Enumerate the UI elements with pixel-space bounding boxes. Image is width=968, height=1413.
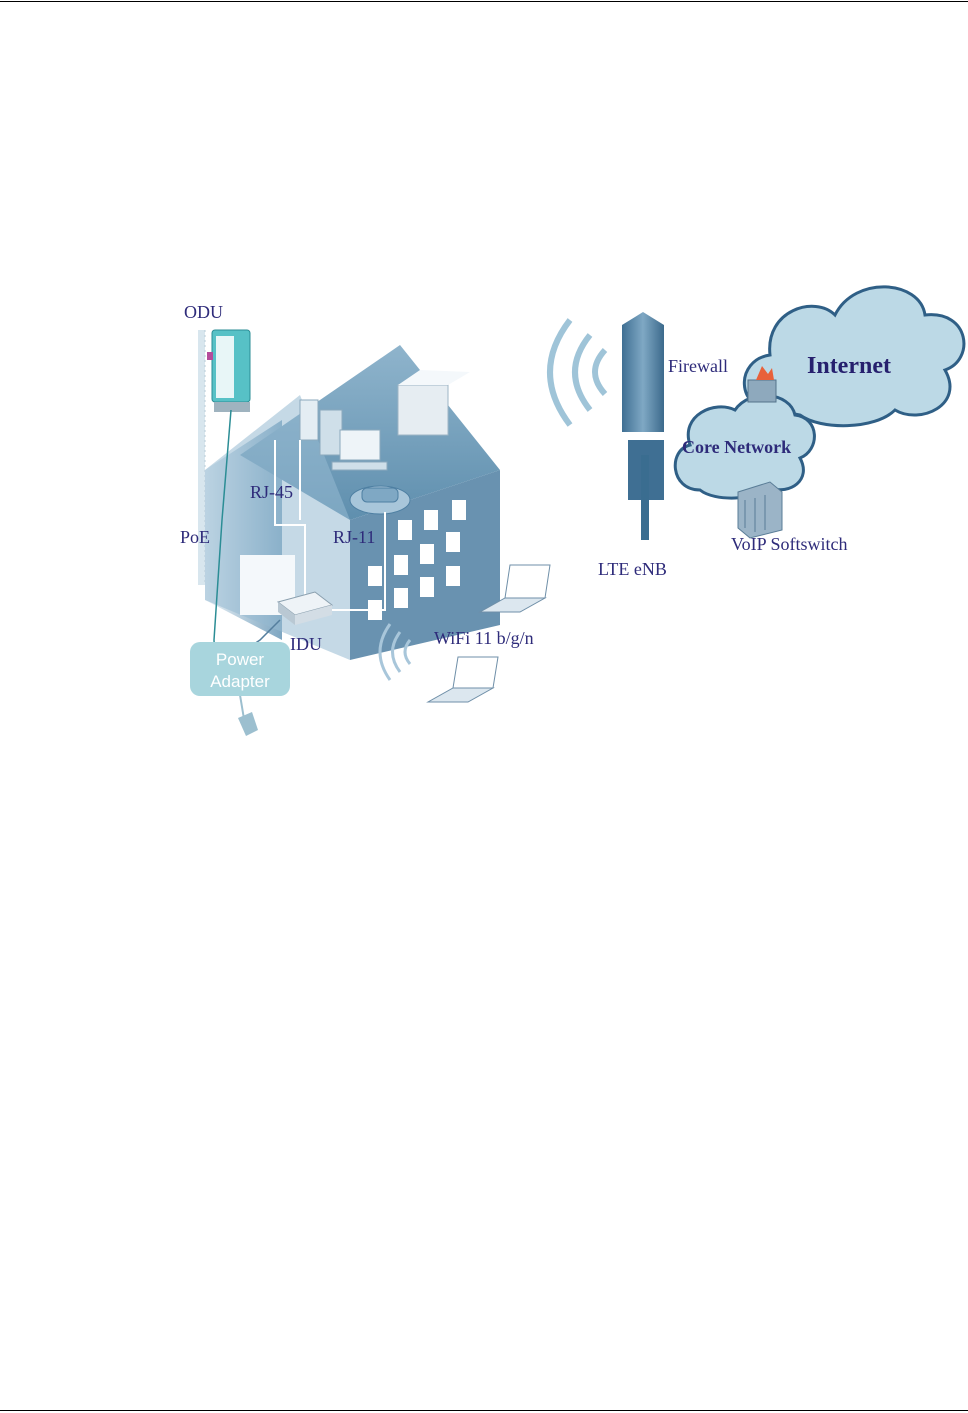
poe-label: PoE xyxy=(180,527,210,547)
laptop-icon xyxy=(428,657,498,702)
voip-softswitch-icon xyxy=(738,482,782,538)
wifi-label: WiFi 11 b/g/n xyxy=(434,628,534,648)
power-adapter-label-line1: Power xyxy=(216,650,265,669)
radio-wave-icon xyxy=(550,320,605,425)
voip-softswitch-label: VoIP Softswitch xyxy=(731,534,848,554)
telephone-icon xyxy=(350,486,410,514)
idu-label: IDU xyxy=(290,634,322,654)
odu-label: ODU xyxy=(184,302,223,322)
lte-enb-label: LTE eNB xyxy=(598,559,667,579)
firewall-label: Firewall xyxy=(668,356,728,376)
odu-unit xyxy=(207,330,250,412)
core-network-label: Core Network xyxy=(682,437,791,457)
internet-label: Internet xyxy=(807,353,891,379)
rj11-label: RJ-11 xyxy=(333,527,375,547)
power-adapter-label-line2: Adapter xyxy=(210,672,270,691)
rj45-label: RJ-45 xyxy=(250,482,293,502)
lte-enb-tower xyxy=(622,312,664,540)
power-plug-icon xyxy=(238,712,258,736)
